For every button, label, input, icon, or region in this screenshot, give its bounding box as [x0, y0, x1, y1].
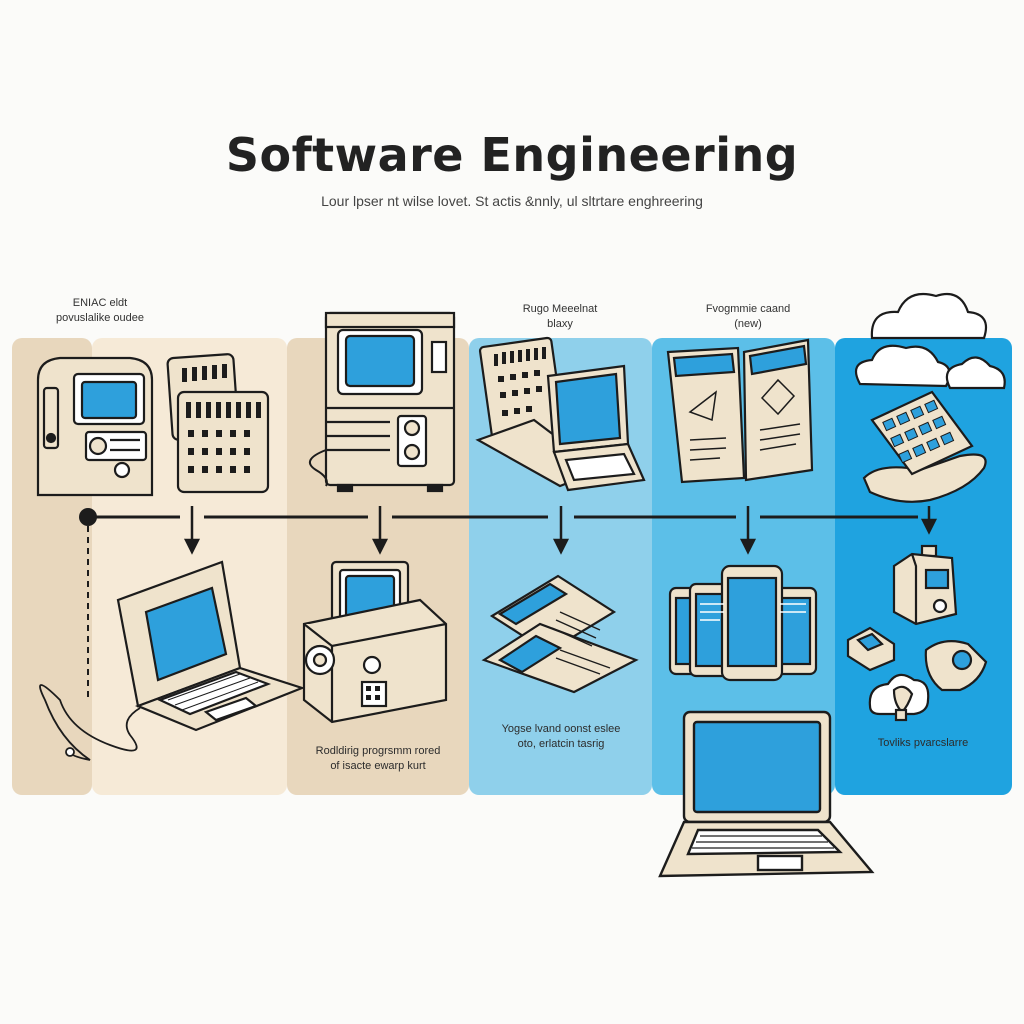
documents-icon — [481, 574, 639, 694]
document-lines — [551, 611, 611, 675]
era-caption-5: Tovliks pvarcslarre — [877, 737, 969, 749]
tablet-hand-icon — [862, 390, 987, 503]
timeline-start-dot — [79, 508, 97, 526]
cable — [39, 684, 141, 761]
phone-text-lines — [700, 603, 806, 621]
open-book-icon — [666, 338, 814, 484]
punch-card-holes — [182, 364, 261, 473]
era-label-4: Fvogmmie caand(new) — [705, 303, 791, 330]
large-laptop-icon — [658, 710, 875, 878]
radio-computer-icon — [302, 560, 448, 724]
eniac-console-icon — [36, 356, 154, 497]
radio-buttons — [366, 686, 380, 700]
smartphones-icon — [668, 564, 818, 682]
cloud-icon — [854, 292, 1006, 390]
keyboard-lines — [167, 673, 259, 711]
tablet-tiles — [882, 399, 955, 464]
large-keyboard-lines — [692, 835, 834, 849]
laptop-icon — [116, 560, 306, 732]
terminal-computer-icon — [324, 311, 456, 493]
iot-devices-icon — [846, 544, 988, 722]
page-subtitle: Lour lpser nt wilse lovet. St actis &nnl… — [321, 193, 703, 209]
workstation-keys — [494, 347, 546, 416]
page-title: Software Engineering — [225, 128, 799, 182]
book-diagrams — [688, 378, 801, 461]
timeline-arrows — [183, 506, 938, 555]
workstation-icon — [475, 336, 646, 492]
